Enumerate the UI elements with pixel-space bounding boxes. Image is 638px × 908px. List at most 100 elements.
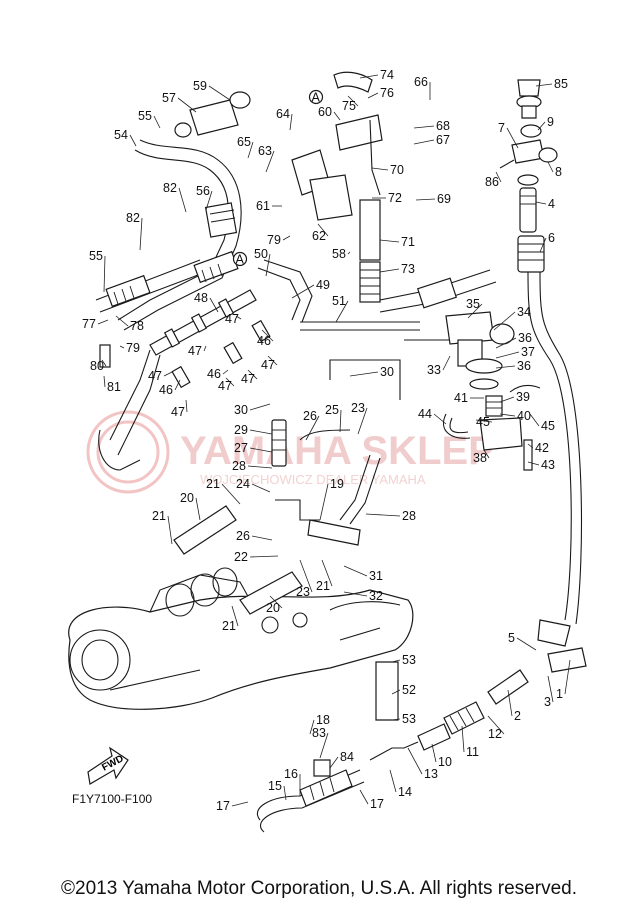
callout-25: 25 (325, 403, 339, 417)
leader-line-62 (317, 223, 329, 237)
callout-47: 47 (148, 369, 162, 383)
callout-30: 30 (380, 365, 394, 379)
callout-72: 72 (388, 191, 402, 205)
leader-line-20 (269, 595, 283, 609)
callout-47: 47 (171, 405, 185, 419)
leader-line-17 (231, 801, 249, 807)
callout-80: 80 (90, 359, 104, 373)
callout-18: 18 (316, 713, 330, 727)
leader-line-57 (177, 97, 197, 113)
leader-line-35 (467, 303, 483, 319)
callout-75: 75 (342, 99, 356, 113)
leader-line-24 (251, 483, 271, 493)
callout-47: 47 (218, 379, 232, 393)
center-hoses (271, 339, 460, 546)
callout-8: 8 (555, 165, 562, 179)
callout-23: 23 (351, 401, 365, 415)
leader-line-25 (339, 409, 342, 433)
leader-line-8 (547, 161, 554, 173)
callout-11: 11 (466, 745, 479, 759)
callout-67: 67 (436, 133, 450, 147)
callout-19: 19 (330, 477, 344, 491)
callout-82: 82 (126, 211, 140, 225)
callout-51: 51 (332, 294, 346, 308)
callout-70: 70 (390, 163, 404, 177)
leader-line-82 (139, 217, 143, 251)
leader-line-68 (413, 125, 435, 129)
leader-line-65 (247, 141, 254, 159)
leader-line-46 (174, 379, 181, 391)
callout-12: 12 (488, 727, 502, 741)
leader-lines (97, 74, 571, 807)
callout-60: 60 (318, 105, 332, 119)
callout-28: 28 (402, 509, 416, 523)
callout-10: 10 (438, 755, 452, 769)
callout-79: 79 (126, 341, 140, 355)
leader-line-47 (267, 355, 278, 366)
callout-64: 64 (276, 107, 290, 121)
dealer-watermark: YAMAHA SKLEP WOJCIECHOWICZ DEALER YAMAHA (86, 410, 495, 494)
leader-line-45 (475, 419, 493, 423)
callout-68: 68 (436, 119, 450, 133)
callout-66: 66 (414, 75, 428, 89)
callout-53: 53 (402, 712, 416, 726)
leader-line-55 (103, 255, 106, 293)
callout-2: 2 (514, 709, 521, 723)
callout-29: 29 (234, 423, 248, 437)
leader-line-23 (299, 559, 313, 593)
callout-37: 37 (521, 345, 535, 359)
callout-28: 28 (232, 459, 246, 473)
callout-7: 7 (498, 121, 505, 135)
leader-line-46 (261, 329, 274, 342)
callout-45: 45 (541, 419, 555, 433)
leader-line-84 (329, 756, 339, 769)
leader-line-36 (495, 365, 516, 369)
callout-3: 3 (544, 695, 551, 709)
leader-line-28 (247, 465, 273, 469)
leader-line-21 (321, 559, 333, 587)
callout-62: 62 (312, 229, 326, 243)
leader-line-82 (178, 187, 187, 213)
reference-mark-a: A (236, 253, 245, 267)
callout-65: 65 (237, 135, 251, 149)
callout-20: 20 (266, 601, 280, 615)
callout-44: 44 (418, 407, 432, 421)
leader-line-9 (537, 121, 546, 131)
leader-line-48 (209, 297, 219, 313)
callout-6: 6 (548, 231, 555, 245)
leader-line-54 (129, 134, 137, 147)
leader-line-12 (487, 715, 505, 735)
fuel-rail (149, 259, 420, 356)
leader-line-56 (205, 190, 213, 211)
leader-line-21 (231, 605, 239, 627)
callout-1: 1 (556, 687, 563, 701)
leader-line-83 (319, 732, 329, 759)
watermark-subtext: WOJCIECHOWICZ DEALER YAMAHA (200, 472, 426, 487)
leader-line-2 (507, 689, 513, 717)
leader-line-6 (539, 237, 547, 253)
callout-40: 40 (517, 409, 531, 423)
copyright-notice: ©2013 Yamaha Motor Corporation, U.S.A. A… (61, 878, 577, 899)
leader-line-69 (415, 198, 436, 201)
callout-34: 34 (517, 305, 531, 319)
cooling-hose-right (517, 235, 583, 647)
callout-17: 17 (216, 799, 230, 813)
leader-line-11 (461, 725, 465, 753)
callout-52: 52 (402, 683, 416, 697)
leader-line-37 (495, 351, 520, 359)
callout-21: 21 (152, 509, 166, 523)
leader-line-33 (442, 355, 451, 371)
callout-13: 13 (424, 767, 438, 781)
callout-45: 45 (476, 415, 490, 429)
callout-78: 78 (130, 319, 144, 333)
sensor-assembly (174, 91, 251, 138)
leader-line-52 (391, 689, 401, 695)
callout-5: 5 (508, 631, 515, 645)
leader-line-59 (208, 85, 231, 101)
exhaust-assembly (68, 349, 414, 710)
leader-line-47 (247, 369, 258, 380)
callout-49: 49 (316, 278, 330, 292)
callout-79: 79 (267, 233, 281, 247)
callout-15: 15 (268, 779, 282, 793)
